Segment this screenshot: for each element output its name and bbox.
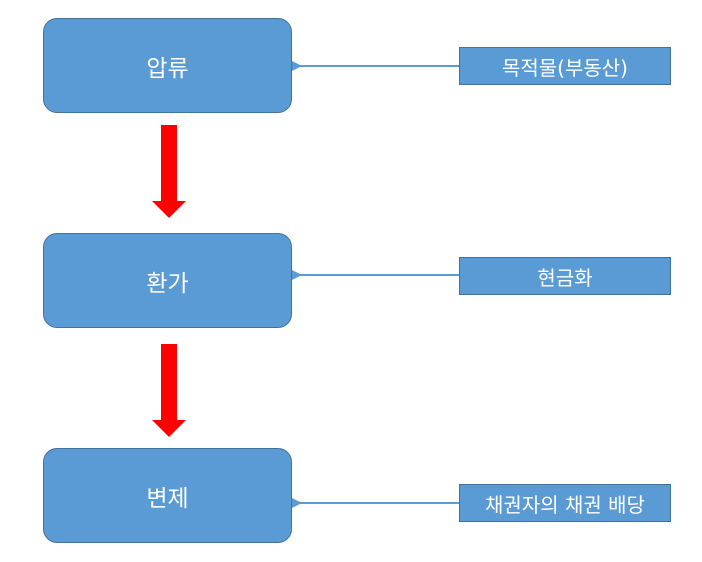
- step-repayment-box: 변제: [43, 448, 292, 543]
- step-seizure-label: 압류: [146, 55, 189, 82]
- step-liquidation-label: 환가: [146, 270, 189, 297]
- step-repayment-label: 변제: [146, 485, 189, 512]
- note-cash-box: 현금화: [459, 257, 671, 295]
- note-dividend-label: 채권자의 채권 배당: [485, 492, 645, 517]
- note-object-label: 목적물(부동산): [501, 55, 628, 80]
- step-seizure-box: 압류: [43, 18, 292, 113]
- step-liquidation-box: 환가: [43, 233, 292, 328]
- flow-arrow-liquidation-to-repayment: [152, 344, 186, 437]
- flow-arrow-seizure-to-liquidation: [152, 125, 186, 218]
- note-dividend-box: 채권자의 채권 배당: [459, 484, 671, 522]
- note-object-box: 목적물(부동산): [459, 47, 671, 85]
- note-cash-label: 현금화: [537, 265, 593, 290]
